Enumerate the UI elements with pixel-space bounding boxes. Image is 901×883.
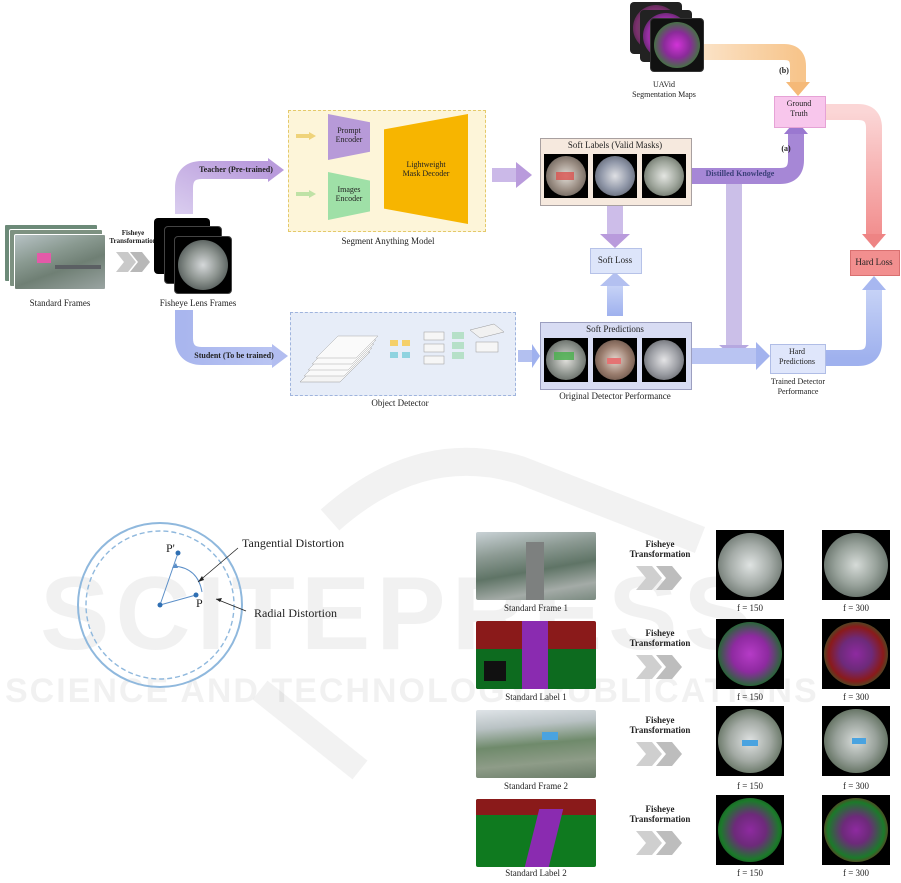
- fisheye-frames-caption: Fisheye Lens Frames: [159, 298, 237, 308]
- images-encoder-label: Images Encoder: [335, 185, 363, 204]
- sam-caption: Segment Anything Model: [341, 236, 435, 246]
- standard-frames-caption: Standard Frames: [29, 298, 91, 308]
- grid-row3-f300-label: f = 300: [842, 781, 870, 791]
- mask-decoder-label: Lightweight Mask Decoder: [402, 160, 450, 179]
- grid-row2-f300-label: f = 300: [842, 692, 870, 702]
- sam-small-arrow-1: [296, 132, 316, 140]
- soft-pred-img-3: [642, 338, 686, 382]
- grid-row2-chevrons: [636, 655, 682, 679]
- standard-frame-front: [14, 234, 106, 290]
- detector-architecture: [299, 323, 505, 383]
- grid-row1-f150-label: f = 150: [736, 603, 764, 613]
- grid-row4-chevrons: [636, 831, 682, 855]
- hard-predictions-box: [770, 344, 826, 374]
- student-label: Student (To be trained): [194, 351, 274, 360]
- grid-row1-f300: [822, 530, 890, 600]
- grid-row4-f300-label: f = 300: [842, 868, 870, 878]
- teacher-label: Teacher (Pre-trained): [199, 165, 273, 174]
- grid-row2-f300: [822, 619, 890, 689]
- prompt-encoder-block: [328, 114, 370, 160]
- soft-labels-title: Soft Labels (Valid Masks): [567, 140, 663, 150]
- pipeline-arrows: [116, 44, 886, 370]
- prompt-encoder-label: Prompt Encoder: [335, 126, 363, 145]
- soft-loss-label: Soft Loss: [597, 255, 633, 265]
- grid-row3-f150: [716, 706, 784, 776]
- grid-row2-f150: [716, 619, 784, 689]
- grid-standard-label-1: [476, 621, 596, 689]
- mask-decoder-block: [384, 114, 468, 224]
- grid-row4-caption: Standard Label 2: [505, 868, 567, 878]
- grid-row4-f150: [716, 795, 784, 865]
- uavid-caption: UAVid Segmentation Maps: [632, 80, 696, 99]
- soft-loss-box: [590, 248, 642, 274]
- watermark-text: SCITEPRESS: [40, 556, 759, 672]
- grid-standard-label-2: [476, 799, 596, 867]
- grid-row3-transform: Fisheye Transformation: [629, 715, 691, 736]
- uavid-map-front: [650, 18, 704, 72]
- point-p-prime-label: P': [166, 541, 175, 555]
- tangential-distortion-label: Tangential Distortion: [242, 536, 345, 550]
- soft-label-img-2: [593, 154, 637, 198]
- hard-loss-box: [850, 250, 900, 276]
- grid-row4-f300: [822, 795, 890, 865]
- grid-row1-f300-label: f = 300: [842, 603, 870, 613]
- original-performance-caption: Original Detector Performance: [559, 391, 671, 401]
- grid-row3-caption: Standard Frame 2: [504, 781, 568, 791]
- fisheye-frame-front: [174, 236, 232, 294]
- grid-row2-f150-label: f = 150: [736, 692, 764, 702]
- grid-row4-f150-label: f = 150: [736, 868, 764, 878]
- grid-row1-transform: Fisheye Transformation: [629, 539, 691, 560]
- sam-small-arrow-2: [296, 190, 316, 198]
- trained-performance-caption: Trained Detector Performance: [770, 377, 826, 396]
- soft-label-img-3: [642, 154, 686, 198]
- soft-pred-img-2: [593, 338, 637, 382]
- radial-distortion-label: Radial Distortion: [254, 606, 337, 620]
- label-a: (a): [781, 144, 791, 153]
- detector-caption: Object Detector: [371, 398, 429, 408]
- images-encoder-block: [328, 172, 370, 220]
- point-p-label: P: [196, 596, 203, 610]
- grid-row1-chevrons: [636, 566, 682, 590]
- grid-row1-caption: Standard Frame 1: [504, 603, 568, 613]
- grid-row4-transform: Fisheye Transformation: [629, 804, 691, 825]
- soft-label-img-1: [544, 154, 588, 198]
- hard-loss-label: Hard Loss: [855, 257, 893, 267]
- ground-truth-box: [774, 96, 826, 128]
- grid-standard-frame-1: [476, 532, 596, 600]
- ground-truth-label: Ground Truth: [786, 99, 812, 118]
- soft-predictions-title: Soft Predictions: [586, 324, 644, 334]
- label-b: (b): [779, 66, 789, 75]
- grid-standard-frame-2: [476, 710, 596, 778]
- grid-row2-caption: Standard Label 1: [505, 692, 567, 702]
- grid-row1-f150: [716, 530, 784, 600]
- distortion-diagram: [77, 522, 247, 688]
- grid-row3-f300: [822, 706, 890, 776]
- grid-row3-f150-label: f = 150: [736, 781, 764, 791]
- hard-predictions-label: Hard Predictions: [779, 347, 815, 366]
- distilled-knowledge-label: Distilled Knowledge: [705, 169, 775, 178]
- soft-pred-img-1: [544, 338, 588, 382]
- grid-row3-chevrons: [636, 742, 682, 766]
- watermark-subtext: SCIENCE AND TECHNOLOGY PUBLICATIONS: [5, 672, 819, 710]
- fisheye-transform-label: Fisheye Transformation: [109, 229, 157, 246]
- grid-row2-transform: Fisheye Transformation: [629, 628, 691, 649]
